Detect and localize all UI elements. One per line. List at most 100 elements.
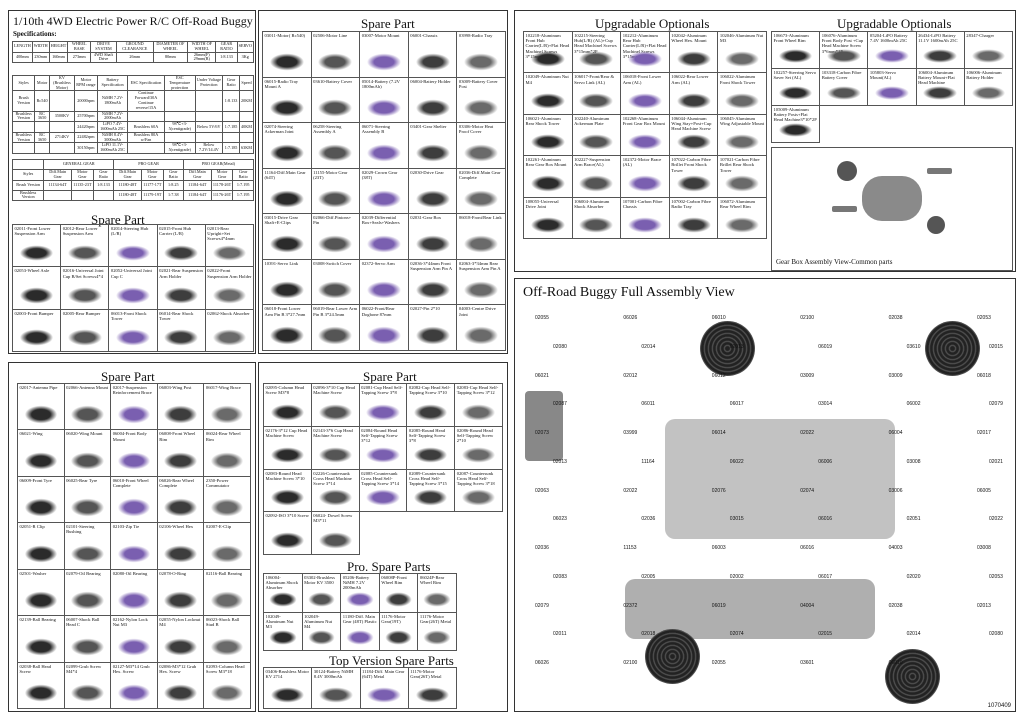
- part-label: 02013-Rear Upright+Set Screws4*4mm: [207, 226, 235, 242]
- part-cell: 102212-Aluminum Rear Hub Carrier(L/R)+Fl…: [621, 32, 670, 74]
- table-cell: NiMH 8.4V-3000mAh: [96, 131, 129, 144]
- part-image-icon: [968, 48, 1009, 65]
- assembly-part-label: 02018: [641, 631, 656, 638]
- part-cell: 02052-Universal Joint Cup C: [109, 267, 158, 310]
- part-cell: 106006-Aluminum Battery Holder: [964, 69, 1013, 106]
- part-image-icon: [161, 450, 200, 472]
- part-label: 02078-O-Ring: [159, 570, 187, 576]
- part-cell: 06021-Wing: [18, 430, 65, 477]
- assembly-part-label: 02022: [800, 430, 815, 437]
- table-cell: RC 3650: [34, 131, 50, 144]
- assembly-part-label: 02100: [800, 315, 815, 321]
- assembly-part-label: 02020: [906, 573, 921, 580]
- part-image-icon: [266, 143, 307, 164]
- part-label: 06025-Rear Tyre: [66, 477, 98, 483]
- assembly-part-label: 02053: [977, 315, 991, 321]
- table-cell: 273mm: [67, 51, 92, 64]
- part-cell: 03009-Battery Cover Post: [457, 77, 506, 124]
- table-cell: 1:8.133: [215, 51, 238, 64]
- table-cell: 11178-26T: [210, 179, 234, 191]
- part-label: 106072-Aluminum Rear Wheel Rim: [719, 198, 756, 209]
- part-cell: 02226-Countersunk Cross Head Machine Scr…: [311, 469, 360, 513]
- part-cell: 02062-Shock Absorber: [205, 309, 254, 352]
- part-cell: 106021-Aluminum Rear Shock Tower: [524, 114, 573, 157]
- table-cell: 11180-48T: [113, 189, 143, 202]
- panel-upgrades: Upgradable Optionals Upgradable Optional…: [514, 10, 1016, 272]
- part-label: 105803-Servo Mount(AL): [869, 70, 896, 81]
- part-image-icon: [458, 488, 499, 508]
- part-label: 107021-Carbon Fibre Brillet Rear Shock T…: [719, 157, 760, 173]
- part-image-icon: [208, 636, 247, 658]
- assembly-part-label: 02036: [641, 516, 656, 523]
- part-cell: 2350-Power Commutator: [204, 476, 251, 524]
- page-title: 1/10th 4WD Electric Power R/C Off-Road B…: [13, 14, 253, 28]
- part-image-icon: [68, 543, 107, 565]
- part-label: 10391-Servo Link: [264, 260, 299, 266]
- part-cell: 02015-Front Hub Carrier (L/R): [157, 225, 206, 268]
- part-cell: 103318-Carbon Fibre Battery Cover: [820, 69, 869, 106]
- part-label: 107022-Carbon Fibre Brillet Front Shock …: [671, 157, 711, 173]
- part-cell: 102049-Aluminum Nut M4: [302, 612, 342, 651]
- part-label: 05204-LiPO Battery 7.4V 1600mAh 25C: [869, 33, 908, 44]
- part-image-icon: [458, 445, 499, 465]
- table-cell: WIDTH OF WHEEL: [187, 41, 217, 53]
- part-cell: 02081-Cup Head Self-Tapping Screw 3*8: [359, 384, 408, 427]
- part-label: 02017-Antenna Pipe: [19, 385, 58, 390]
- part-label: 06015-Radio Tray Mount A: [264, 78, 299, 89]
- part-cell: 106022-Rear Lower Arm (AL): [669, 73, 719, 115]
- part-label: 108055-Universal Drive Joint: [525, 198, 559, 209]
- part-label: 02015-Front Hub Carrier (L/R): [159, 226, 192, 237]
- part-label: 06001-Chassis: [410, 33, 438, 38]
- table-cell: 1:8.133: [222, 90, 240, 112]
- table-cell: Battery Specification: [96, 74, 129, 92]
- part-label: 2350-Power Commutator: [205, 477, 230, 489]
- part-label: 02066-Antenna Mount: [66, 385, 109, 390]
- part-label: 06024- Dowel Screw M3*11: [313, 513, 353, 524]
- part-cell: 02051-R Clip: [18, 523, 65, 570]
- table-cell: 80mm: [152, 51, 189, 64]
- part-label: 03610-Battery Cover: [313, 78, 353, 84]
- assembly-part-label: 02022: [989, 516, 1003, 523]
- part-label: 06014-Rear Shock Tower: [159, 310, 194, 321]
- table-cell: DIAMETER OF WHEEL: [152, 41, 189, 53]
- part-cell: 06018-Front Lower Arm Pin B 3*27.7mm: [263, 305, 312, 351]
- footer-code: 1070409: [987, 703, 1011, 709]
- table-cell: Under Voltage Protection: [194, 74, 224, 92]
- part-cell: 11184-Diff. Main Gear (64T) Metal: [360, 668, 409, 709]
- part-image-icon: [208, 683, 247, 704]
- part-cell: 102227-Suspension Arm Brace(AL): [572, 156, 622, 198]
- part-cell: 03015-Drive Gear Shaft+E-Clips: [263, 214, 312, 260]
- part-label: 02038-Ball Head Screw: [19, 663, 52, 674]
- part-image-icon: [267, 488, 308, 508]
- part-image-icon: [344, 590, 376, 608]
- part-image-icon: [722, 91, 763, 110]
- part-image-icon: [527, 215, 568, 234]
- part-image-icon: [576, 174, 617, 193]
- part-cell: 02139-Ball Bearing: [18, 616, 65, 663]
- part-image-icon: [872, 48, 912, 65]
- part-cell: 102240-Aluminum Ackerman Plate: [572, 114, 622, 157]
- part-label: 02053-Wheel Axle: [14, 268, 50, 274]
- table-cell: [43, 189, 73, 202]
- assembly-part-label: 02076: [711, 487, 726, 494]
- part-cell: 02053-Wheel Axle: [13, 267, 62, 310]
- table-cell: Gear Ratio: [232, 169, 254, 181]
- part-label: 06003-Wing Post: [159, 385, 192, 390]
- part-label: 02506-Motor Line: [313, 33, 348, 38]
- part-label: 02029-Crown Gear (38T): [361, 169, 398, 180]
- part-cell: 02106-Wheel Hex: [157, 523, 205, 570]
- part-image-icon: [823, 85, 864, 102]
- part-cell: 02080-Oil Bearing: [111, 569, 158, 617]
- table-cell: [49, 90, 75, 112]
- part-image-icon: [315, 97, 356, 118]
- part-label: 02101-Steering Bushing: [66, 524, 95, 535]
- part-image-icon: [68, 404, 107, 425]
- assembly-part-label: 06022: [729, 458, 744, 465]
- assembly-part-label: 03008: [906, 458, 921, 465]
- part-image-icon: [16, 285, 57, 305]
- part-cell: 102042-Aluminum Wheel Hex. Mount: [669, 32, 719, 74]
- part-image-icon: [411, 445, 451, 465]
- assembly-part-label: 06010: [711, 315, 726, 321]
- part-image-icon: [722, 174, 763, 193]
- part-cell: 02086-M3*12 Grub Hex. Screw: [157, 662, 205, 709]
